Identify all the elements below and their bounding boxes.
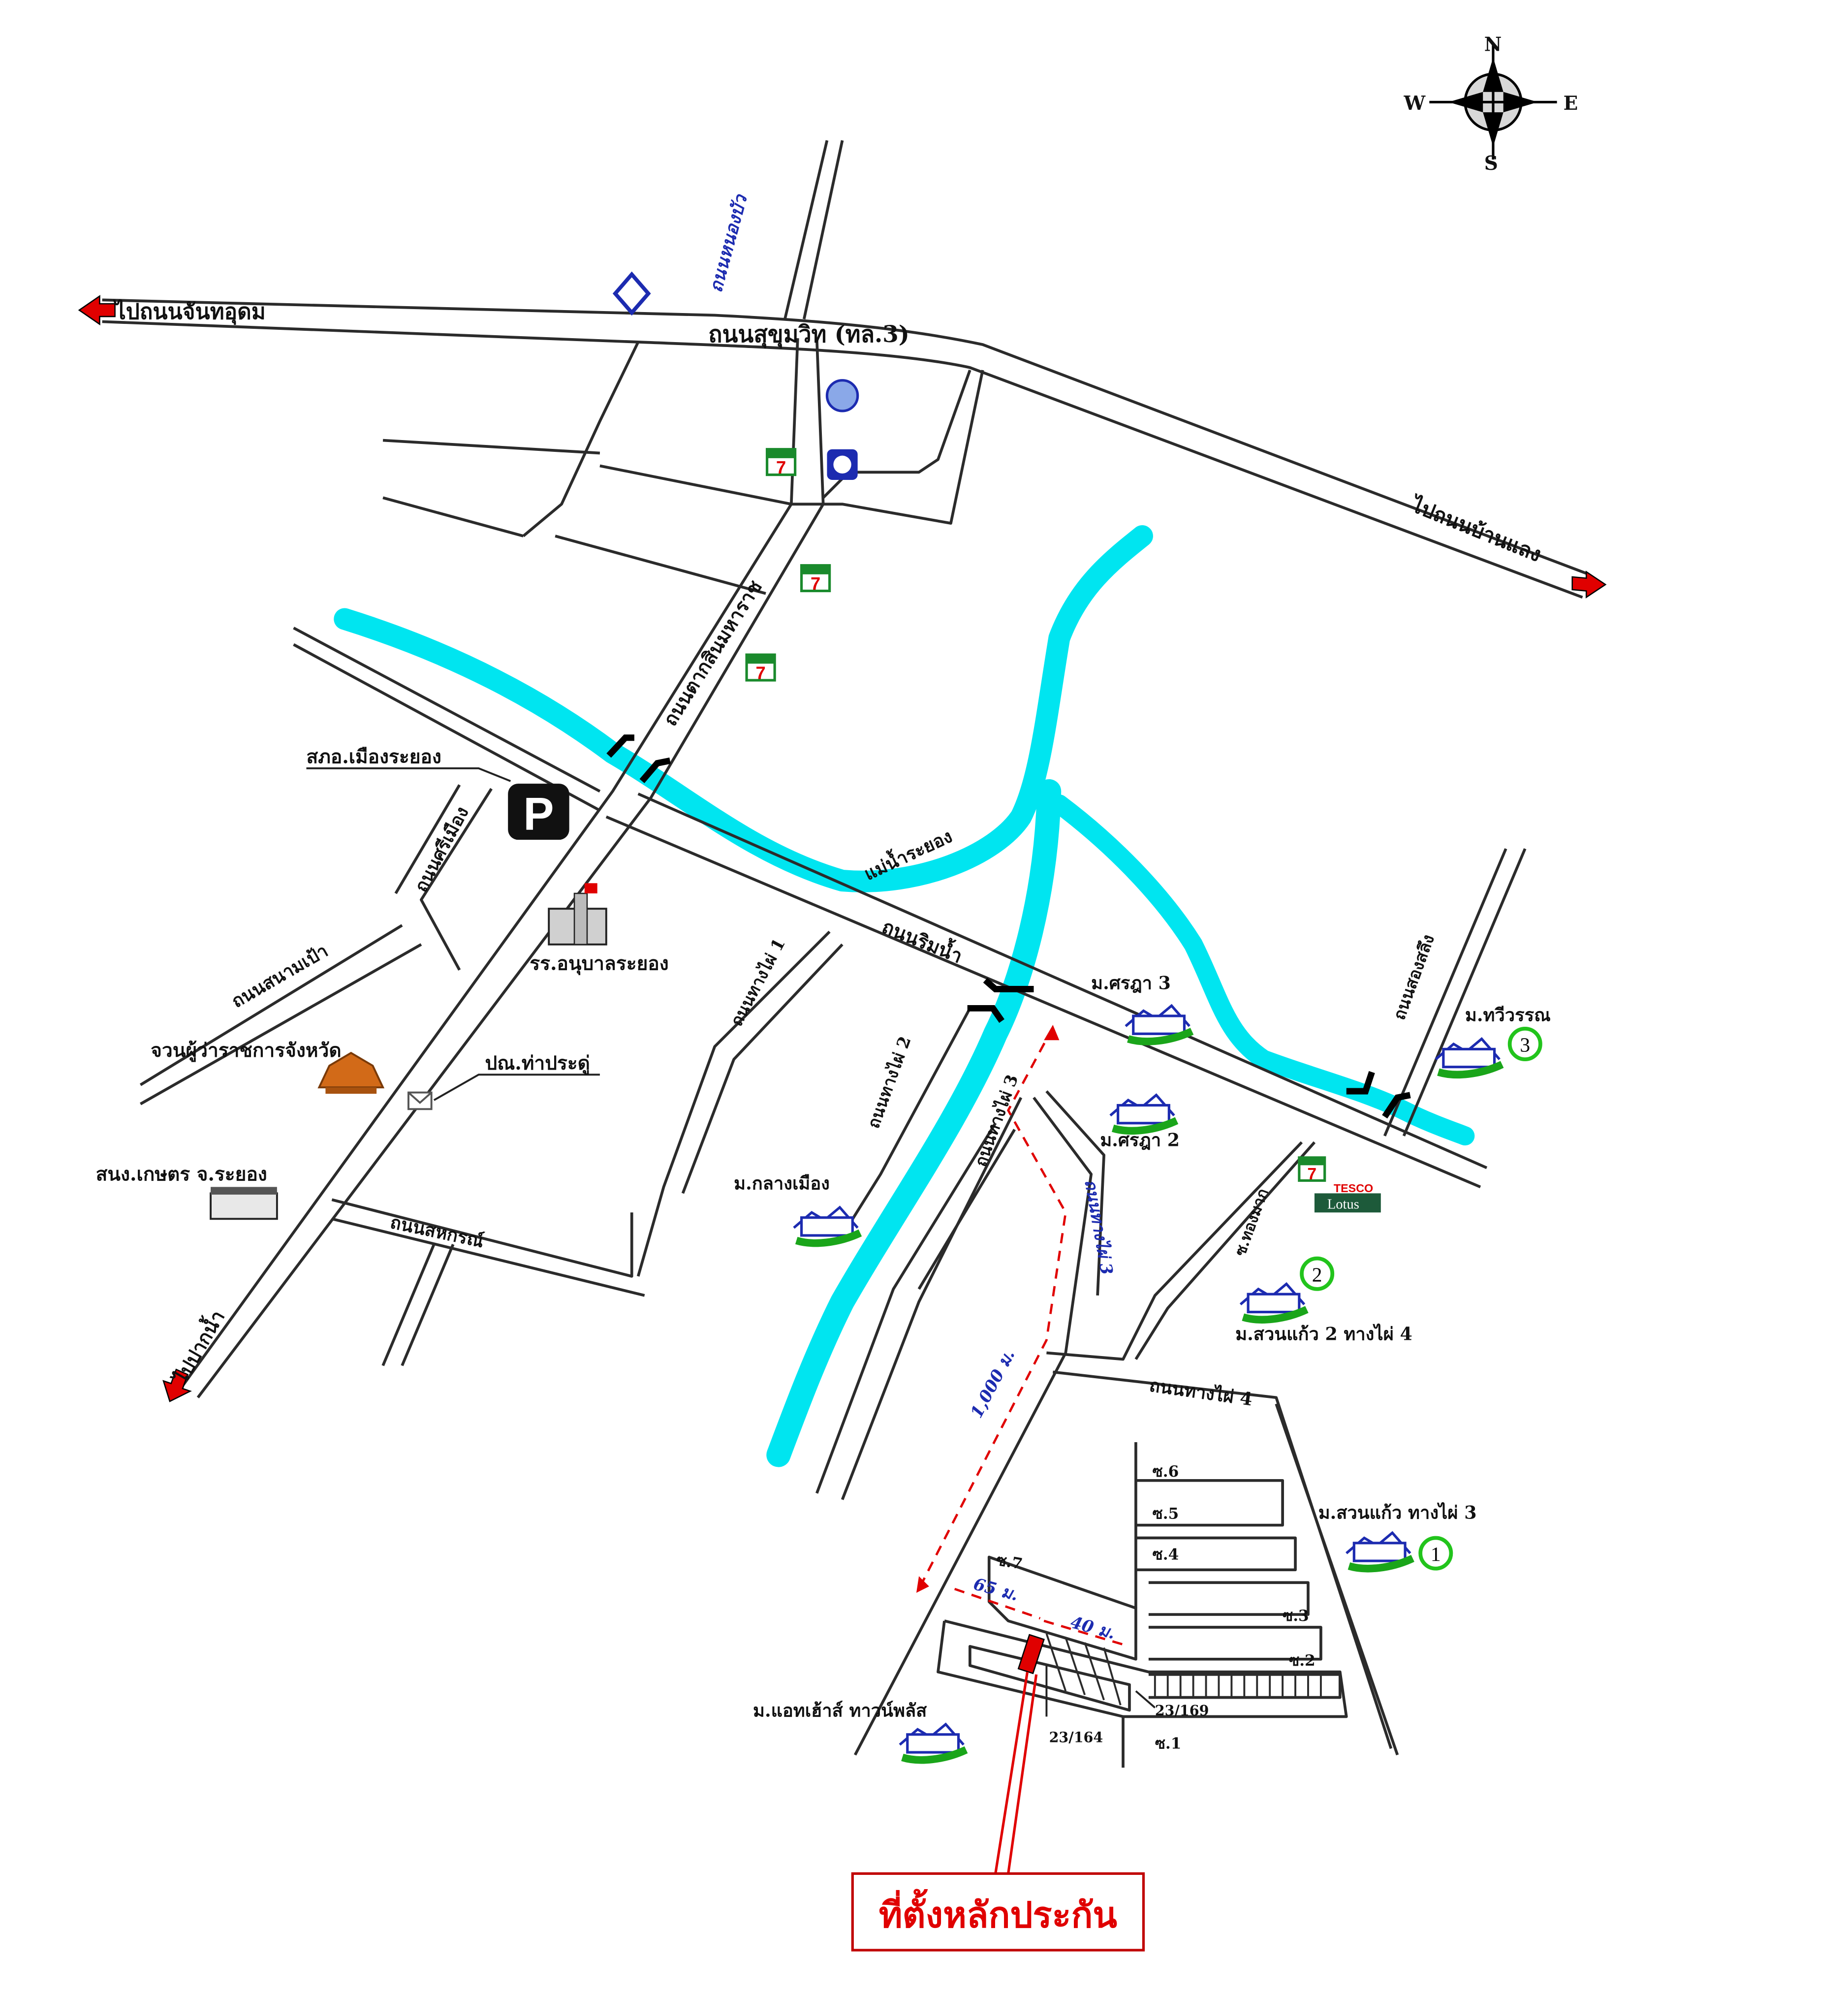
label-nong-bua: ถนนหนองบัว <box>705 191 752 295</box>
svg-text:3: 3 <box>1520 1034 1530 1056</box>
label-suan-kaeo-2: ม.สวนแก้ว 2 ทางไผ่ 4 <box>1235 1324 1412 1345</box>
target-plot <box>1017 1634 1045 1675</box>
bank-icon <box>827 449 858 480</box>
label-distance-40: 40 ม. <box>1068 1612 1118 1643</box>
seven-eleven-icon: 7 <box>1298 1156 1326 1183</box>
badge-three: 3 <box>1507 1027 1542 1062</box>
label-rim-nam: ถนนริมน้ำ <box>879 913 967 968</box>
label-police: สภอ.เมืองระยอง <box>307 746 441 768</box>
agri-office-icon <box>210 1187 278 1220</box>
lot-lines <box>1045 1633 1322 1706</box>
label-to-chanthaudom: ไปถนนจันทอุดม <box>113 299 266 325</box>
seven-eleven-icon: 7 <box>800 564 831 594</box>
label-soi-6: ซ.6 <box>1153 1463 1179 1481</box>
svg-text:1: 1 <box>1431 1543 1441 1565</box>
compass-e: E <box>1564 92 1578 115</box>
road-network <box>102 140 1590 1768</box>
label-thang-phai-4: ถนนทางไผ่ 4 <box>1148 1375 1254 1410</box>
label-governor: จวนผู้ว่าราชการจังหวัด <box>151 1039 341 1062</box>
svg-text:2: 2 <box>1312 1263 1322 1286</box>
label-sirada-2: ม.ศรฎา 2 <box>1100 1129 1180 1150</box>
badge-one: 1 <box>1418 1536 1453 1571</box>
label-soi-4: ซ.4 <box>1153 1546 1179 1564</box>
svg-text:7: 7 <box>756 663 766 683</box>
label-thang-phai-3-b: ถนนทางไผ่ 3 <box>1081 1178 1117 1276</box>
village-icon <box>1239 1282 1309 1324</box>
label-tak-sin: ถนนตากสินมหาราช <box>659 576 767 730</box>
label-klang-mueang: ม.กลางเมือง <box>734 1173 830 1194</box>
label-soi-thong-mak: ซ.ทองมาก <box>1231 1186 1272 1259</box>
governor-residence-icon <box>317 1051 385 1094</box>
compass-icon: N S W E <box>1403 33 1578 175</box>
label-soi-5: ซ.5 <box>1153 1505 1179 1523</box>
label-distance-65: 65 ม. <box>971 1574 1021 1605</box>
label-house-23-164: 23/164 <box>1049 1729 1103 1745</box>
village-icon <box>1346 1531 1414 1573</box>
svg-text:7: 7 <box>776 457 786 477</box>
label-thawiwan: ม.ทวีวรรณ <box>1465 1004 1551 1025</box>
label-soi-3: ซ.3 <box>1283 1607 1309 1625</box>
compass-w: W <box>1403 92 1426 115</box>
label-to-ban-laeng: ไปถนนบ้านแลง <box>1407 492 1545 567</box>
bank-icon <box>825 379 859 412</box>
parking-icon: P <box>508 784 569 840</box>
label-at-house: ม.แอทเฮ้าส์ ทาวน์พลัส <box>753 1700 927 1721</box>
distance-lines <box>918 1027 1130 1648</box>
label-soi-1: ซ.1 <box>1155 1735 1182 1752</box>
svg-text:7: 7 <box>811 573 820 594</box>
seven-eleven-icon: 7 <box>765 448 797 477</box>
target-box <box>851 1872 1145 1952</box>
compass-s: S <box>1484 152 1498 175</box>
village-icon <box>1109 1093 1179 1135</box>
target-label: ที่ตั้งหลักประกัน <box>879 1888 1117 1936</box>
village-icon <box>793 1205 862 1247</box>
compass-n: N <box>1484 33 1502 56</box>
label-song-salung: ถนนสองสลึง <box>1389 932 1438 1022</box>
label-post-office: ปณ.ท่าประดู่ <box>485 1052 590 1075</box>
direction-arrows <box>78 295 1607 1402</box>
school-icon <box>548 883 607 946</box>
label-soi-7: ซ.7 <box>995 1551 1024 1573</box>
leader-lines <box>306 767 1156 1717</box>
label-suan-kaeo-3: ม.สวนแก้ว ทางไผ่ 3 <box>1318 1502 1477 1523</box>
seven-eleven-icon: 7 <box>745 653 776 683</box>
target-pointer <box>994 1672 1038 1874</box>
svg-text:TESCO: TESCO <box>1334 1182 1373 1195</box>
label-sukhumvit: ถนนสุขุมวิท (ทล.3) <box>708 321 909 348</box>
label-sirada-3: ม.ศรฎา 3 <box>1091 973 1171 994</box>
lotus-store-icon: TESCO Lotus <box>1314 1182 1381 1213</box>
distance-arrowheads <box>916 1025 1060 1593</box>
rayong-river <box>334 525 1475 1467</box>
label-school: รร.อนุบาลระยอง <box>530 952 668 976</box>
label-house-23-169: 23/169 <box>1155 1702 1209 1719</box>
bridge-icons <box>606 734 1411 1119</box>
svg-text:P: P <box>523 788 554 839</box>
village-icon <box>899 1722 968 1764</box>
bank-icon <box>612 271 651 316</box>
svg-text:7: 7 <box>1307 1165 1316 1183</box>
village-icon <box>1435 1037 1504 1079</box>
label-to-pak-nam: ไปปากน้ำ <box>166 1305 229 1389</box>
badge-two: 2 <box>1300 1256 1335 1291</box>
label-thang-phai-2: ถนนทางไผ่ 2 <box>863 1034 915 1131</box>
post-office-icon <box>407 1091 433 1110</box>
village-icon <box>1125 1004 1194 1045</box>
svg-text:Lotus: Lotus <box>1327 1197 1359 1212</box>
label-agri-office: สนง.เกษตร จ.ระยอง <box>96 1163 267 1185</box>
label-soi-2: ซ.2 <box>1289 1652 1316 1670</box>
